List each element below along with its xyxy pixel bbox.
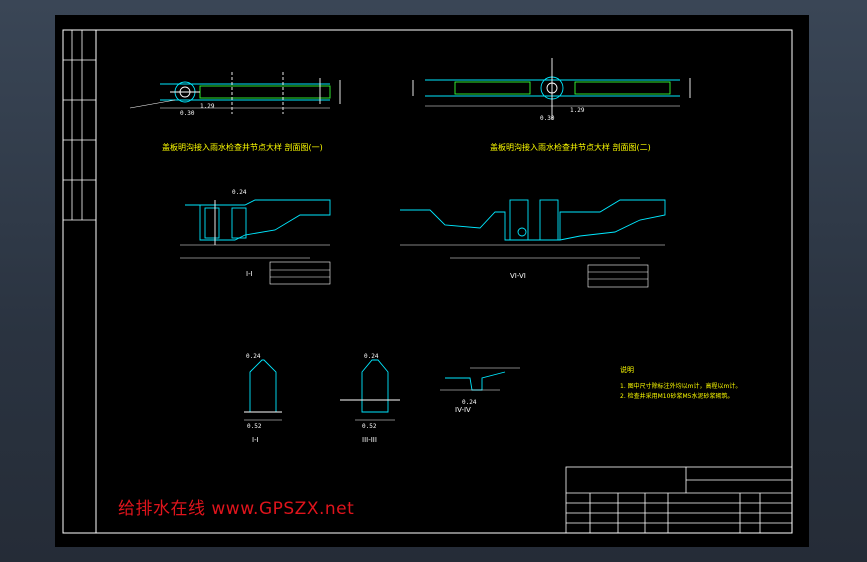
label-IV-IV: IV-IV [455,406,471,414]
section-IV-IV-drawing [440,367,520,391]
title-section-2: 盖板明沟接入雨水检查井节点大样 剖面图(二) [490,142,651,152]
dim-024-b: 0.24 [246,353,261,360]
dim-052-a: 0.52 [247,423,262,430]
dim-024-a: 0.24 [232,189,247,196]
dim-129-b: 1.29 [570,107,585,114]
dim-030-b: 0.30 [540,115,555,122]
note-2: 2. 检查井采用M10砂浆M5水泥砂浆砌筑。 [620,392,733,400]
plan-view-2 [412,58,691,120]
label-VI-VI: VI-VI [510,272,526,280]
binding-strip [63,30,96,221]
plan-view-1 [129,72,341,114]
label-III-III: III-III [362,436,377,444]
section-I-I-drawing [180,199,331,285]
section-III-III-drawing [340,359,400,421]
note-1: 1. 图中尺寸除标注外均以m计，高程以m计。 [620,382,741,390]
title-block [565,466,793,534]
dim-024-d: 0.24 [462,399,477,406]
dim-129-a: 1.29 [200,103,215,110]
drawing-sheet [55,15,809,547]
dim-024-c: 0.24 [364,353,379,360]
outer-frame [62,29,793,534]
label-I-I-a: I-I [246,270,253,278]
dim-030-a: 0.30 [180,110,195,117]
notes-title: 说明 [620,365,634,374]
site-watermark: 给排水在线 www.GPSZX.net [118,499,355,519]
dim-052-b: 0.52 [362,423,377,430]
title-section-1: 盖板明沟接入雨水检查井节点大样 剖面图(一) [162,142,323,152]
section-I-I-small-drawing [244,359,282,421]
section-VI-VI-drawing [400,199,666,288]
inner-frame [95,29,793,534]
label-I-I-b: I-I [252,436,259,444]
